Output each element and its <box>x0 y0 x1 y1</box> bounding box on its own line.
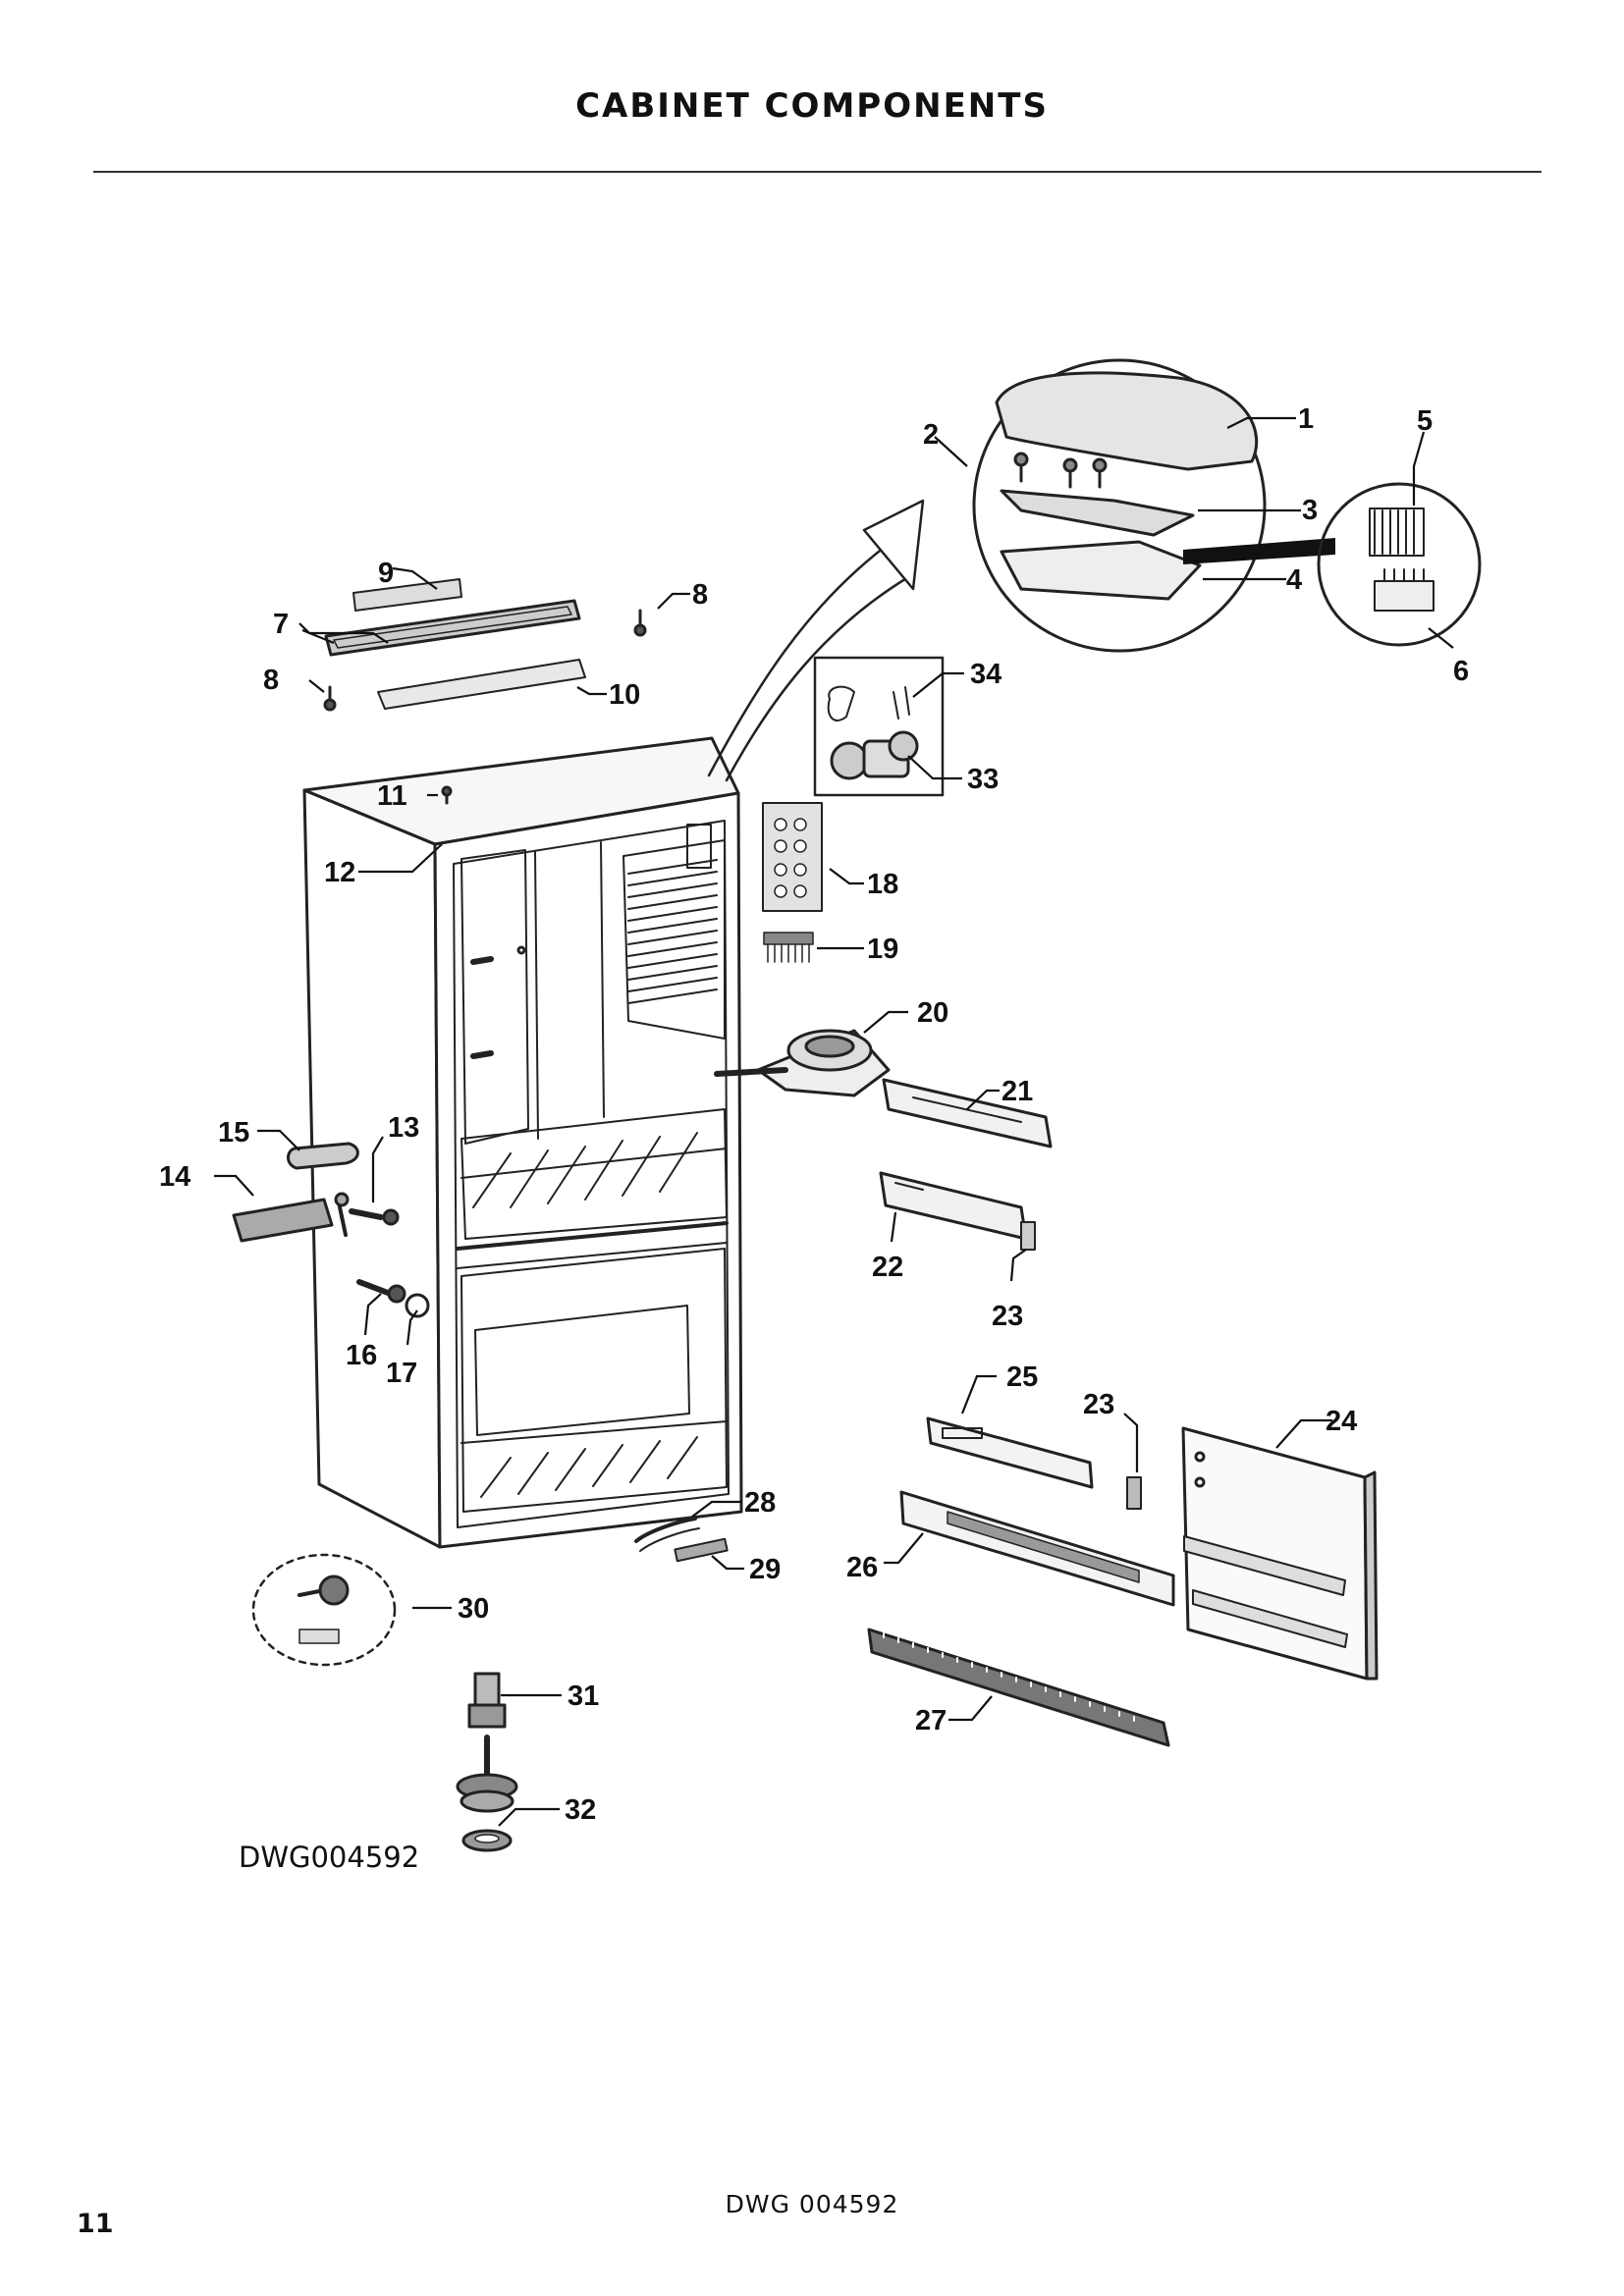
callout-27: 27 <box>915 1705 947 1736</box>
leveler-foot <box>456 1735 518 1813</box>
callout-28: 28 <box>744 1487 776 1519</box>
page-title: CABINET COMPONENTS <box>575 86 1049 126</box>
callout-12: 12 <box>324 857 355 888</box>
leveler-cap-32 <box>461 1829 513 1852</box>
part-29 <box>674 1537 729 1563</box>
fitting-box <box>813 656 945 797</box>
callout-2: 2 <box>923 419 939 451</box>
callout-23a: 23 <box>992 1301 1023 1332</box>
top-cover-assembly <box>323 578 647 805</box>
top-detail-circle <box>972 358 1335 653</box>
callout-16: 16 <box>346 1340 377 1371</box>
callout-8a: 8 <box>692 579 708 611</box>
hinge-assembly <box>232 1142 430 1318</box>
slide-rail-26 <box>899 1490 1175 1607</box>
rack-27 <box>867 1628 1170 1747</box>
leader-lines <box>214 416 1454 1827</box>
callout-3: 3 <box>1302 495 1318 526</box>
callout-9: 9 <box>378 558 394 589</box>
callout-17: 17 <box>386 1358 417 1389</box>
callout-7: 7 <box>273 609 289 640</box>
page-number: 11 <box>77 2209 114 2239</box>
callout-labels: 1 2 3 4 5 6 7 8 8 9 10 11 12 13 14 15 16… <box>159 403 1469 1826</box>
fan-assembly <box>714 1029 891 1097</box>
clip-23a <box>1020 1221 1036 1251</box>
callout-6: 6 <box>1453 656 1469 687</box>
callout-25: 25 <box>1006 1362 1038 1393</box>
screw-icon <box>1092 457 1108 489</box>
callout-11: 11 <box>377 780 407 812</box>
callout-26: 26 <box>846 1552 878 1583</box>
connector-detail-circle <box>1317 482 1482 647</box>
rail-21 <box>882 1078 1053 1148</box>
callout-29: 29 <box>749 1554 781 1585</box>
callout-32: 32 <box>565 1794 596 1826</box>
title-divider <box>93 171 1542 173</box>
callout-24: 24 <box>1326 1406 1357 1437</box>
rail-25 <box>926 1416 1094 1489</box>
callout-5: 5 <box>1417 405 1433 437</box>
part-28 <box>634 1517 700 1552</box>
callout-8b: 8 <box>263 665 279 696</box>
callout-22: 22 <box>872 1252 903 1283</box>
rail-22 <box>879 1171 1028 1241</box>
callout-4: 4 <box>1286 564 1302 596</box>
side-panel-24 <box>1181 1426 1379 1681</box>
screw-icon <box>1062 457 1078 489</box>
connector-19 <box>763 932 814 963</box>
screw-icon <box>441 785 453 805</box>
rear-grille <box>623 839 726 1040</box>
callout-14: 14 <box>159 1161 190 1193</box>
leveler-31 <box>467 1672 507 1729</box>
callout-18: 18 <box>867 869 898 900</box>
callout-1: 1 <box>1298 403 1314 435</box>
kit-30 <box>251 1553 397 1667</box>
callout-10: 10 <box>609 679 640 711</box>
callout-19: 19 <box>867 934 898 965</box>
drawing-code-label: DWG004592 <box>239 1841 420 1874</box>
callout-30: 30 <box>458 1593 489 1625</box>
callout-20: 20 <box>917 997 948 1029</box>
clip-23b <box>1126 1476 1142 1510</box>
control-panel <box>762 802 823 912</box>
screw-icon <box>1013 452 1029 483</box>
callout-13: 13 <box>388 1112 419 1144</box>
callout-21: 21 <box>1001 1076 1033 1107</box>
callout-33: 33 <box>967 764 999 795</box>
callout-23b: 23 <box>1083 1389 1114 1420</box>
cabinet-body <box>302 736 743 1549</box>
screw-icon <box>633 609 647 637</box>
detail-arrow <box>707 546 886 777</box>
screw-icon <box>323 685 337 712</box>
callout-31: 31 <box>568 1681 599 1712</box>
callout-34: 34 <box>970 659 1001 690</box>
callout-15: 15 <box>218 1117 249 1148</box>
footer-drawing-code: DWG 004592 <box>725 2190 899 2218</box>
